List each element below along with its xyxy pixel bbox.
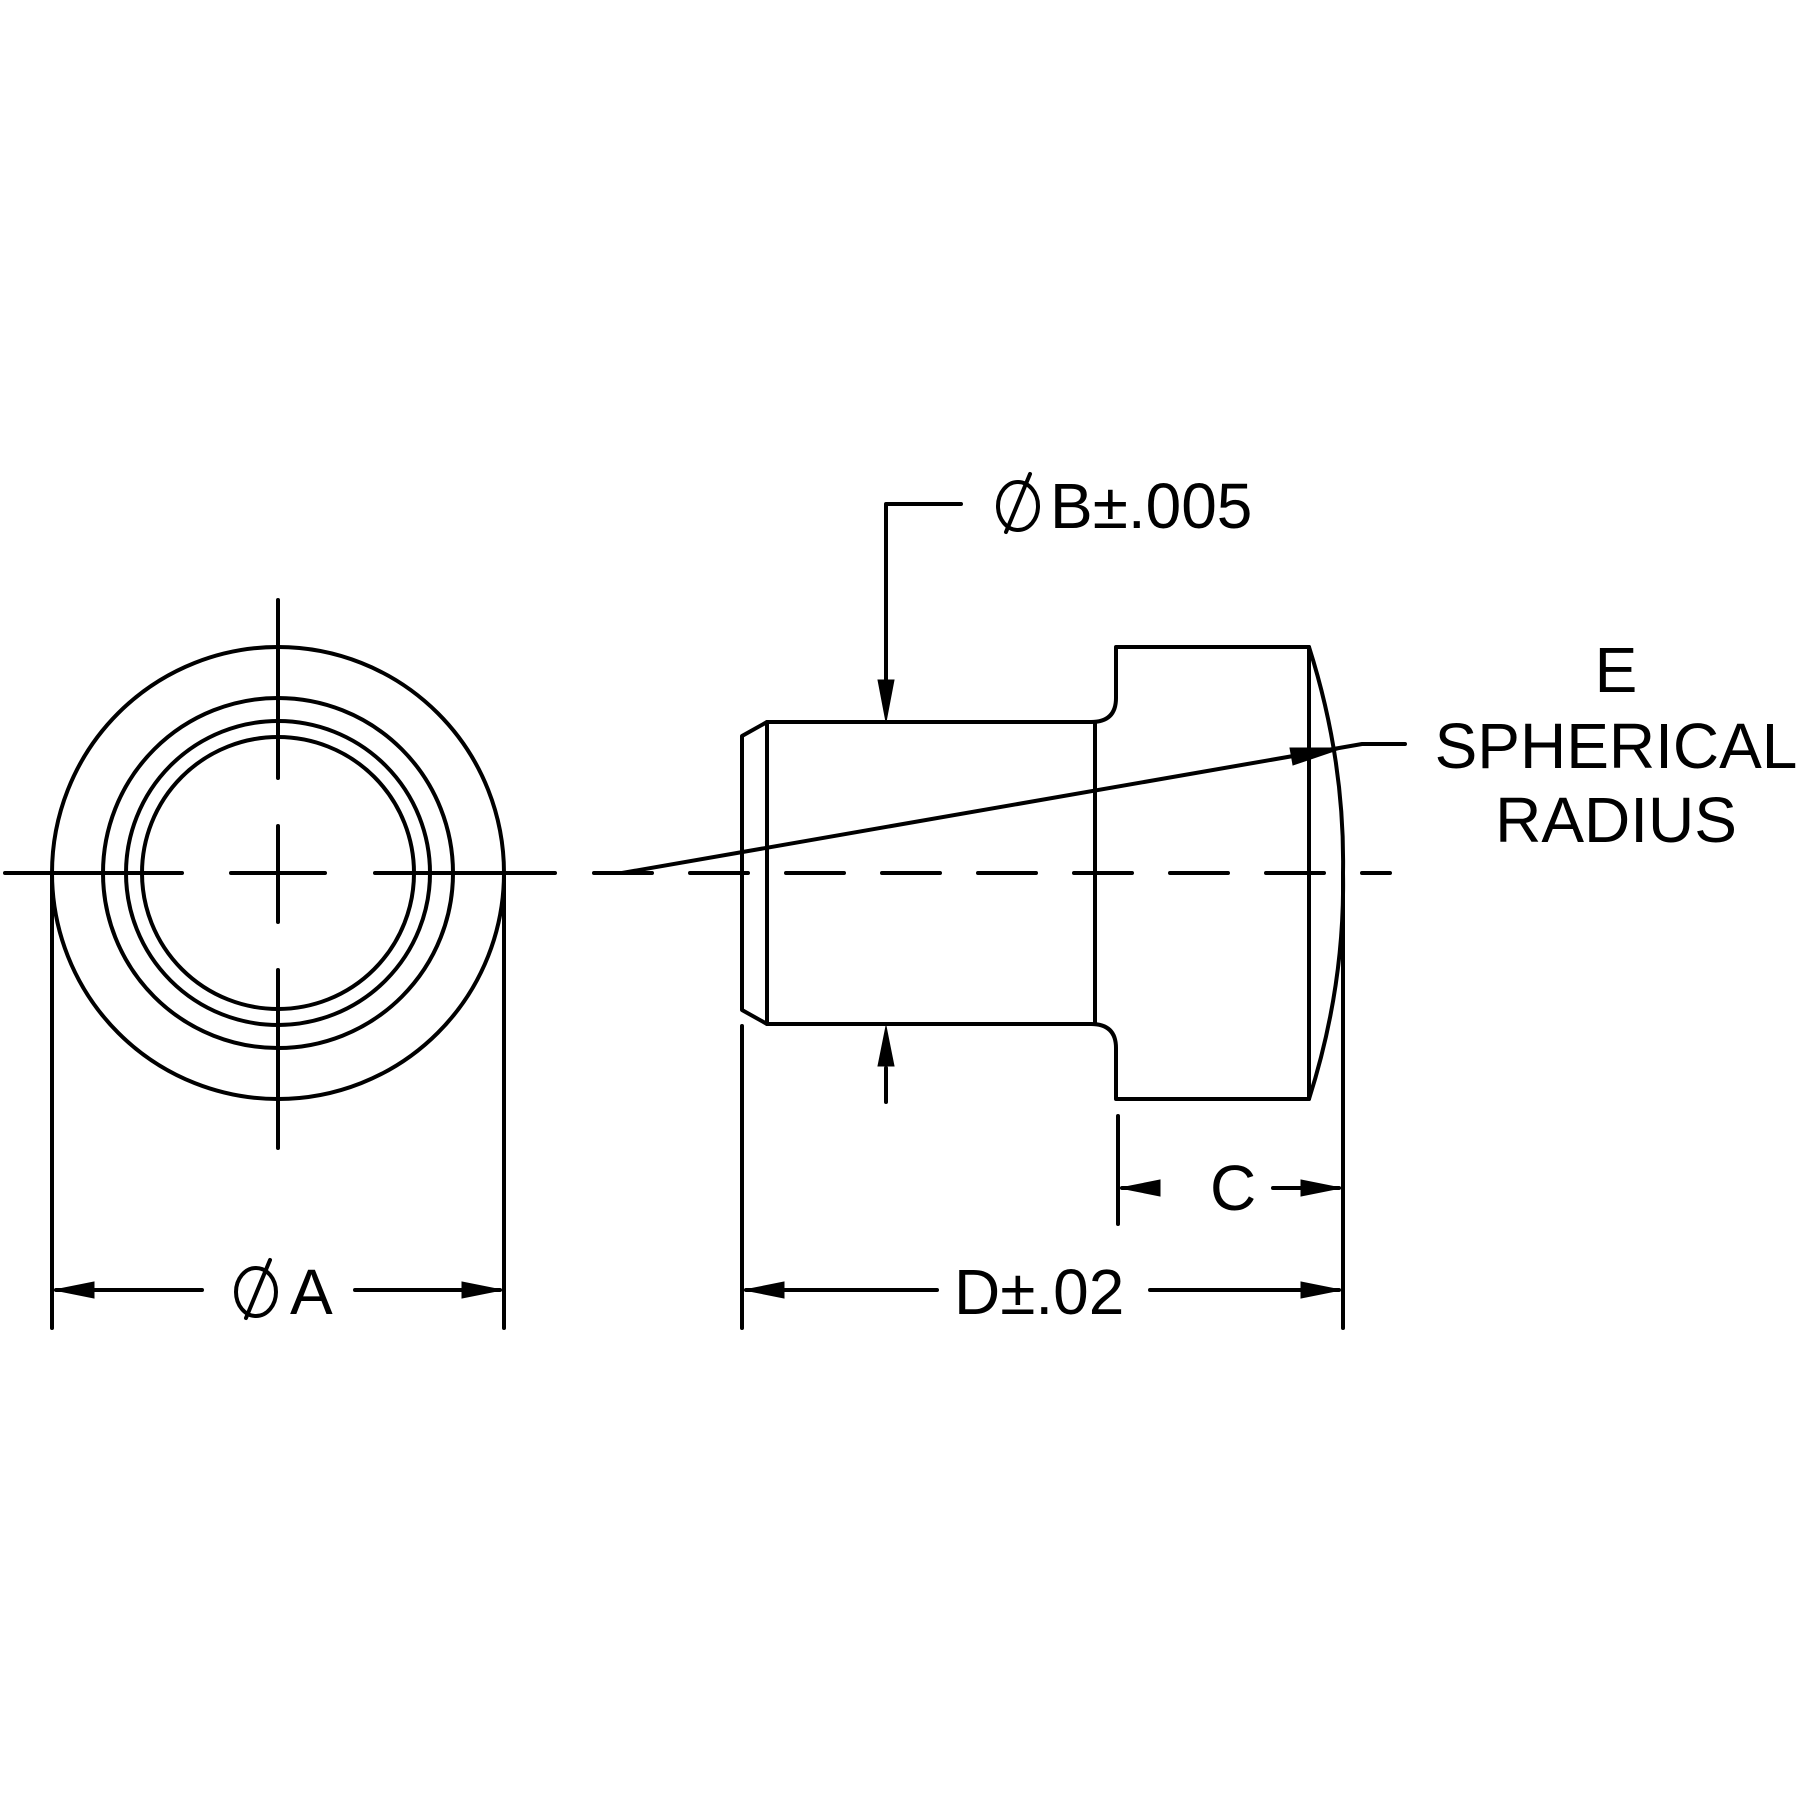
diameter-symbol-a [234,1258,278,1320]
arrow-e [1289,747,1344,766]
arrow-c-right [1300,1179,1342,1197]
arrow-b-bottom [877,1025,895,1067]
arrow-b-top [877,679,895,723]
dimension-b: B±.005 [877,470,1252,1104]
dim-d-label: D±.02 [954,1256,1124,1328]
dim-a-label: A [290,1256,333,1328]
dimension-c: C [1116,1114,1342,1226]
note-e-spherical-radius: E SPHERICAL RADIUS [620,634,1798,875]
diameter-symbol-b [996,472,1040,534]
leader-b [884,502,963,692]
arrow-a-right [461,1281,503,1299]
note-e-line2: SPHERICAL [1435,710,1798,782]
dim-b-label: B±.005 [1050,470,1252,542]
arrow-d-right [1300,1281,1342,1299]
dim-c-label: C [1210,1152,1256,1224]
dimension-a: A [50,871,506,1330]
arrow-c-left [1119,1179,1161,1197]
leader-e [620,742,1407,875]
arrow-d-left [743,1281,785,1299]
arrow-a-left [53,1281,95,1299]
note-e-line1: E [1595,634,1638,706]
note-e-line3: RADIUS [1495,784,1737,856]
dimension-d: D±.02 [740,871,1345,1330]
